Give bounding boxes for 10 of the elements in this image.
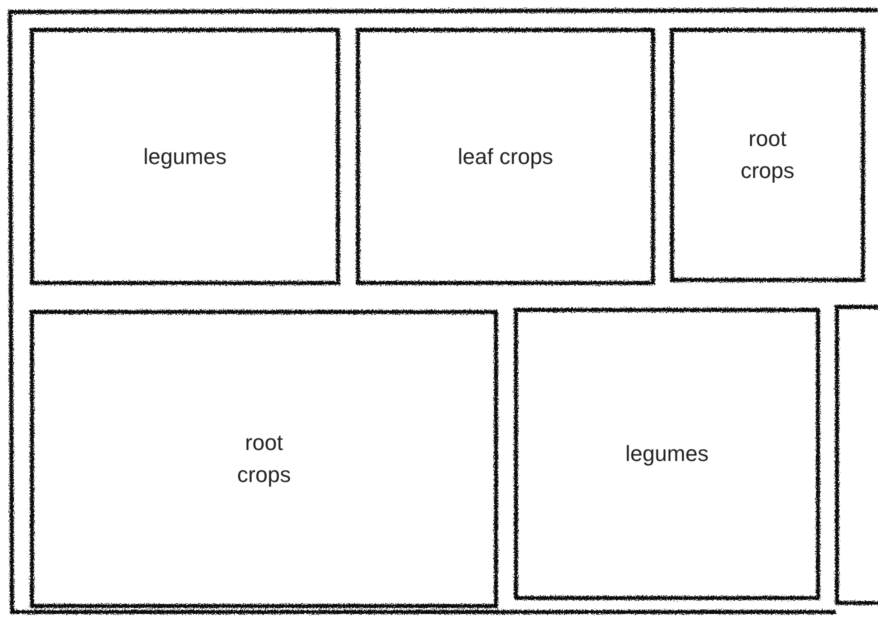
garden-bed bbox=[30, 28, 340, 285]
bed-label: root crops bbox=[740, 125, 796, 185]
garden-bed bbox=[514, 308, 820, 600]
garden-bed bbox=[30, 310, 498, 608]
bed-label: legumes bbox=[143, 142, 227, 171]
garden-bed bbox=[356, 28, 655, 285]
garden-bed bbox=[670, 28, 865, 282]
bed-label: legumes bbox=[625, 440, 709, 468]
bed-label: root crops bbox=[236, 429, 292, 489]
bed-label: leaf crops bbox=[458, 142, 554, 171]
